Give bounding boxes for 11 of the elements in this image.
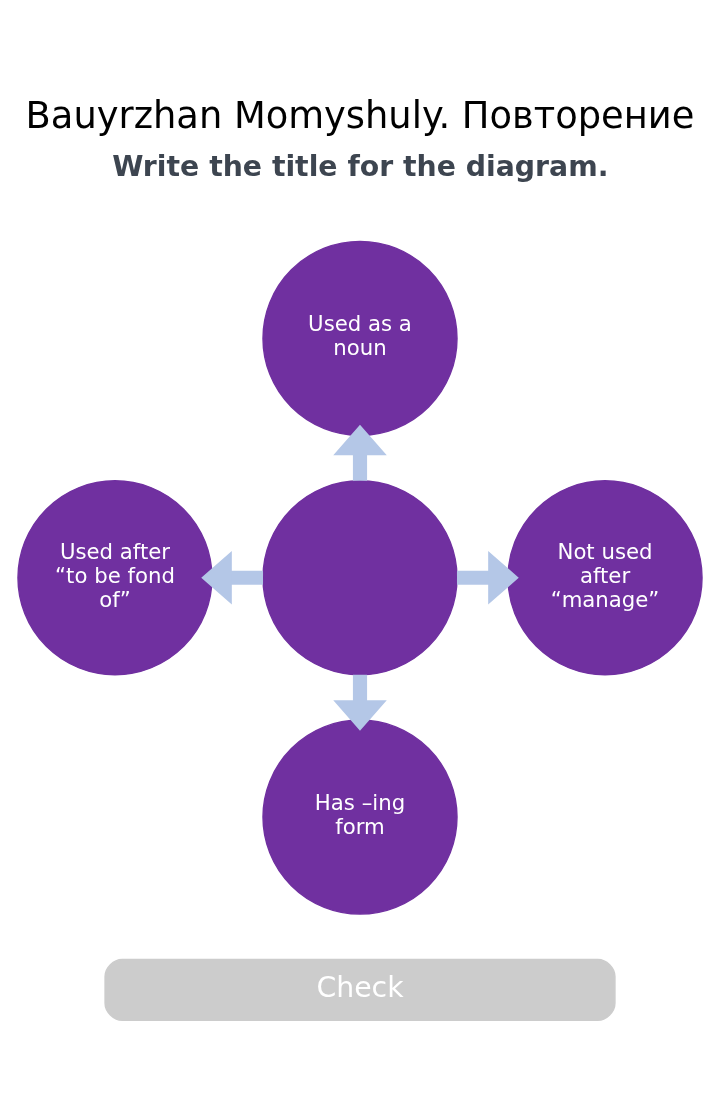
node-circle: Not used after “manage” — [507, 479, 703, 675]
diagram-title: Bauyrzhan Momyshuly. Повторение — [25, 93, 695, 137]
arrow — [201, 550, 263, 604]
node-circle — [262, 479, 458, 675]
label: Write the title for the diagram. — [112, 149, 609, 183]
arrow — [457, 550, 519, 604]
arrow — [333, 674, 387, 731]
arrow — [333, 424, 387, 481]
node-circle: Has –ing form — [262, 718, 458, 915]
node-circle: Used as a noun — [262, 240, 458, 436]
node-circle: Used after “to be fond of” — [17, 479, 213, 675]
